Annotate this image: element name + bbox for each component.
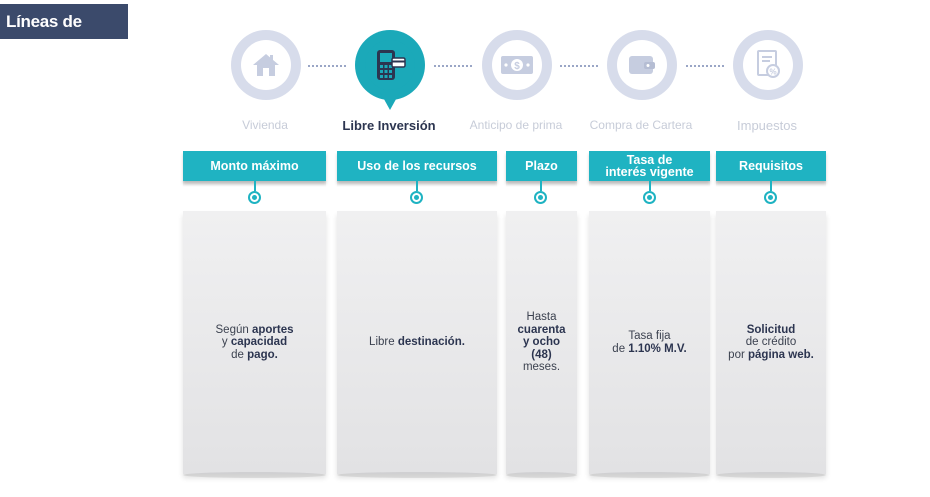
step-impuestos[interactable]: % Impuestos (697, 30, 837, 140)
step-libre-inversion[interactable]: Libre Inversión (319, 30, 459, 140)
header-requisitos: Requisitos (716, 151, 826, 187)
card-shadow (506, 472, 577, 478)
card-requisitos: Solicitud de crédito por página web. (716, 211, 826, 474)
step-connector (686, 65, 724, 67)
card-text: Hasta cuarenta y ocho (48) meses. (517, 311, 566, 374)
timeline-marker (248, 191, 261, 204)
step-connector (434, 65, 472, 67)
step-label: Impuestos (737, 118, 797, 133)
card-tasa-de-interes: Tasa fija de 1.10% M.V. (589, 211, 710, 474)
card-shadow (183, 472, 326, 478)
timeline-marker (410, 191, 423, 204)
card-shadow (589, 472, 710, 478)
step-circle: % (733, 30, 803, 100)
header-tasa-de-interes: Tasa de interés vigente (589, 151, 710, 187)
banknote-icon: $ (500, 54, 534, 76)
card-text: Tasa fija de 1.10% M.V. (612, 330, 687, 355)
step-circle (231, 30, 301, 100)
header-uso-de-los-recursos: Uso de los recursos (337, 151, 497, 187)
header-plazo: Plazo (506, 151, 577, 187)
page-title: Líneas de Crédito (0, 4, 128, 66)
card-uso-de-los-recursos: Libre destinación. (337, 211, 497, 474)
header-label: Requisitos (739, 159, 803, 173)
card-text: Solicitud de crédito por página web. (728, 323, 814, 361)
step-circle (355, 30, 425, 100)
step-label: Vivienda (242, 118, 288, 132)
step-connector (308, 65, 346, 67)
step-circle: $ (482, 30, 552, 100)
card-text: Libre destinación. (369, 336, 465, 349)
step-vivienda[interactable]: Vivienda (195, 30, 335, 140)
step-anticipo-de-prima[interactable]: $ Anticipo de prima (446, 30, 586, 140)
header-label-line1: Tasa de (626, 153, 673, 167)
house-icon (251, 51, 281, 79)
header-label: Plazo (525, 159, 558, 173)
card-shadow (716, 472, 826, 478)
active-pin (380, 92, 400, 110)
connector-line (770, 181, 772, 191)
connector-line (416, 181, 418, 191)
card-monto-maximo: Según aportes y capacidad de pago. (183, 211, 326, 474)
header-monto-maximo: Monto máximo (183, 151, 326, 187)
wallet-icon (627, 53, 657, 77)
svg-text:%: % (769, 68, 776, 77)
connector-line (540, 181, 542, 191)
timeline-marker (534, 191, 547, 204)
step-compra-de-cartera[interactable]: Compra de Cartera (571, 30, 711, 140)
card-shadow (337, 472, 497, 478)
connector-line (649, 181, 651, 191)
header-label: Uso de los recursos (357, 159, 477, 173)
header-label-line2: interés vigente (605, 165, 694, 179)
step-label: Compra de Cartera (589, 118, 693, 132)
svg-text:$: $ (514, 61, 520, 72)
step-label: Anticipo de prima (469, 118, 563, 132)
card-plazo: Hasta cuarenta y ocho (48) meses. (506, 211, 577, 474)
step-label: Libre Inversión (342, 118, 436, 133)
header-label: Monto máximo (210, 159, 299, 173)
timeline-marker (764, 191, 777, 204)
connector-line (254, 181, 256, 191)
step-connector (560, 65, 598, 67)
card-text: Según aportes y capacidad de pago. (215, 323, 294, 361)
pos-terminal-icon (374, 48, 406, 82)
timeline-marker (643, 191, 656, 204)
tax-document-icon: % (753, 49, 783, 81)
step-circle (607, 30, 677, 100)
